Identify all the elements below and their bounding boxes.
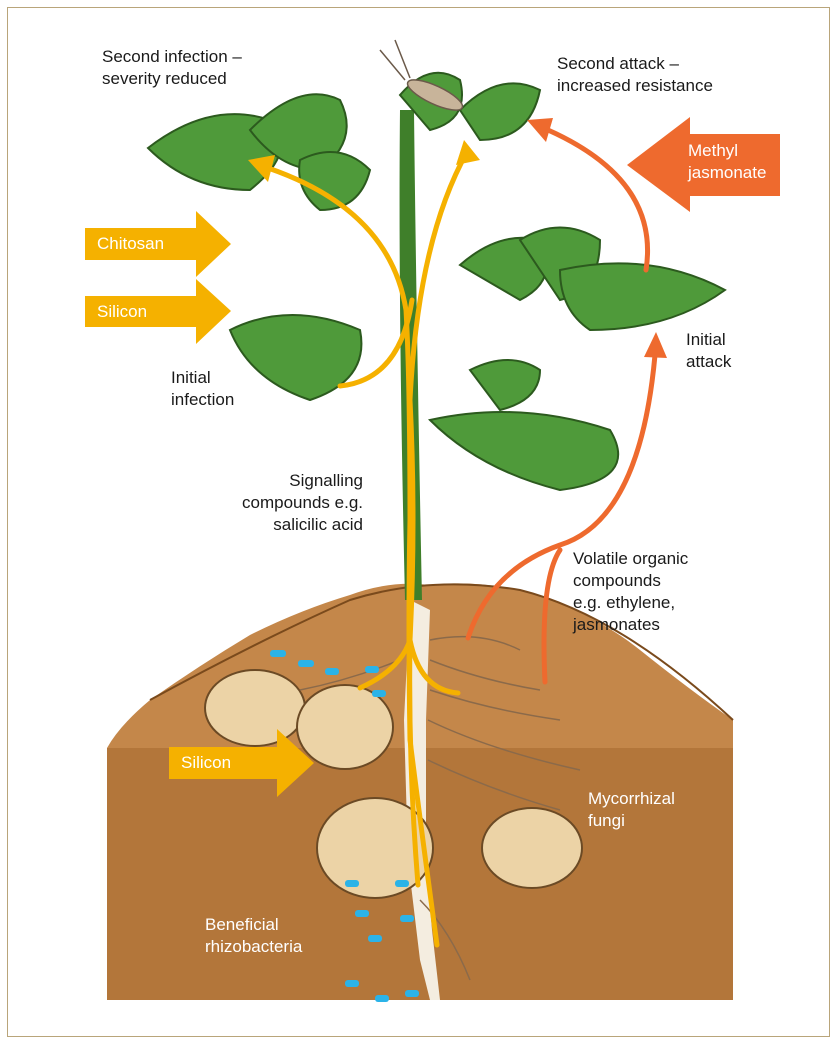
initial-attack-label: Initial attack bbox=[686, 329, 731, 373]
signalling-label: Signalling compounds e.g. salicilic acid bbox=[220, 470, 363, 536]
second-infection-label: Second infection – severity reduced bbox=[102, 46, 242, 90]
chitosan-label: Chitosan bbox=[97, 233, 164, 255]
silicon-upper-label: Silicon bbox=[97, 301, 147, 323]
volatile-label: Volatile organic compounds e.g. ethylene… bbox=[573, 548, 688, 636]
rhizobacteria-label: Beneficial rhizobacteria bbox=[205, 914, 302, 958]
silicon-lower-label: Silicon bbox=[181, 752, 231, 774]
second-attack-label: Second attack – increased resistance bbox=[557, 53, 713, 97]
leaves bbox=[148, 73, 725, 490]
methyl-jasmonate-label: Methyl jasmonate bbox=[688, 140, 774, 184]
mycorrhizal-label: Mycorrhizal fungi bbox=[588, 788, 675, 832]
initial-infection-label: Initial infection bbox=[171, 367, 234, 411]
